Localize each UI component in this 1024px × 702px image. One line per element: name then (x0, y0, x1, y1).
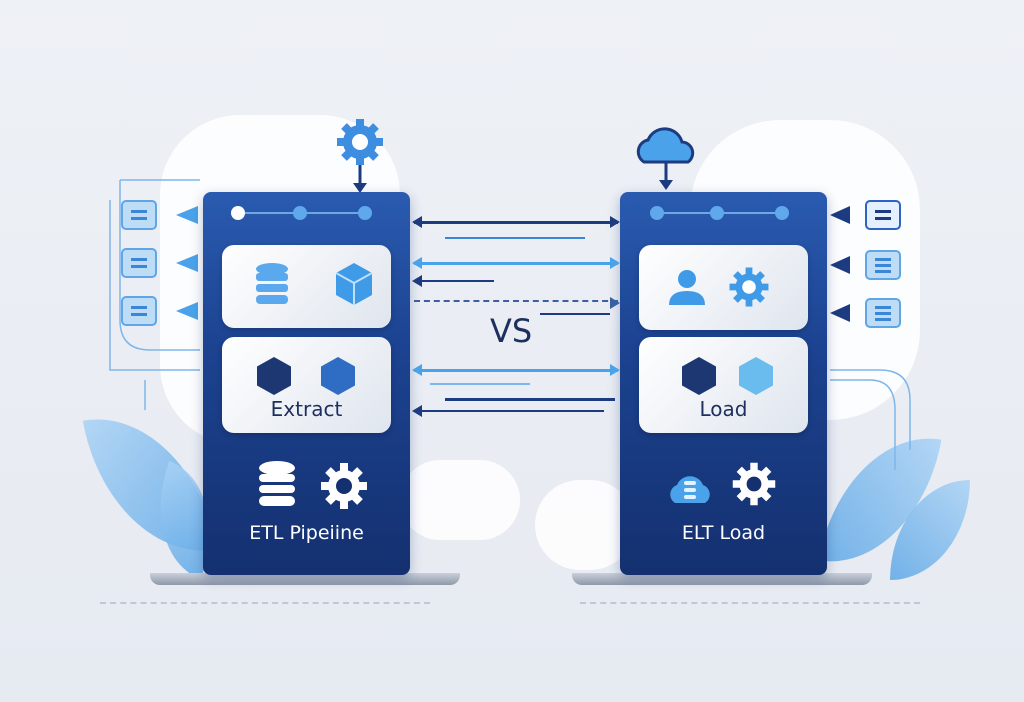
progress-dot (775, 206, 789, 220)
laptop-base (150, 573, 460, 585)
progress-dot (710, 206, 724, 220)
source-card (222, 245, 391, 328)
arrow-icon (830, 304, 850, 322)
progress-dot (231, 206, 245, 220)
transform-tool-icon (321, 357, 355, 395)
cloud-database-icon (670, 476, 710, 503)
data-source-icon (121, 200, 157, 230)
database-icon (256, 263, 288, 304)
cloud-icon (636, 127, 695, 190)
user-icon (669, 270, 705, 305)
flow-line (430, 383, 530, 385)
gear-icon (729, 267, 769, 307)
background-cloud (535, 480, 635, 570)
etl-pipeline-label: ETL Pipeiine (249, 522, 364, 544)
flow-arrow (412, 364, 620, 376)
load-card: Load (639, 337, 808, 433)
flow-arrow (412, 275, 494, 287)
gear-icon (732, 462, 776, 506)
target-card (639, 245, 808, 330)
gear-icon (321, 463, 367, 509)
laptop-base (572, 573, 872, 585)
elt-panel: Load ELT Load (620, 192, 827, 575)
vs-label: VS (490, 312, 533, 350)
data-target-icon (865, 200, 901, 230)
arrow-icon (176, 206, 198, 224)
data-source-icon (121, 296, 157, 326)
progress-track (650, 206, 789, 220)
arrow-icon (176, 254, 198, 272)
arrow-icon (176, 302, 198, 320)
progress-dot (293, 206, 307, 220)
flow-arrow (412, 216, 620, 228)
data-target-icon (865, 250, 901, 280)
flow-arrow (412, 405, 604, 417)
arrow-icon (830, 256, 850, 274)
extract-tool-icon (257, 357, 291, 395)
flow-line (445, 237, 585, 239)
extract-card: Extract (222, 337, 391, 433)
flow-arrow (414, 297, 620, 309)
background-cloud (400, 460, 520, 540)
etl-panel: Extract ETL Pipeiine (203, 192, 410, 575)
progress-dot (650, 206, 664, 220)
load-label: Load (699, 397, 748, 421)
database-icon (259, 461, 295, 506)
load-tool-icon (682, 357, 716, 395)
gear-icon (337, 119, 383, 193)
data-source-icon (121, 248, 157, 278)
progress-track (231, 206, 372, 220)
connector-lines (109, 179, 200, 410)
elt-tool-icon (739, 357, 773, 395)
ground-line (100, 602, 430, 604)
flow-line (540, 313, 610, 315)
flow-line (445, 398, 615, 401)
elt-load-label: ELT Load (681, 522, 766, 544)
ground-line (580, 602, 920, 604)
connector-lines (830, 369, 911, 470)
cube-icon (335, 263, 373, 305)
arrow-icon (830, 206, 850, 224)
data-target-icon (865, 298, 901, 328)
progress-dot (358, 206, 372, 220)
extract-label: Extract (270, 397, 343, 421)
flow-arrow (412, 257, 620, 269)
